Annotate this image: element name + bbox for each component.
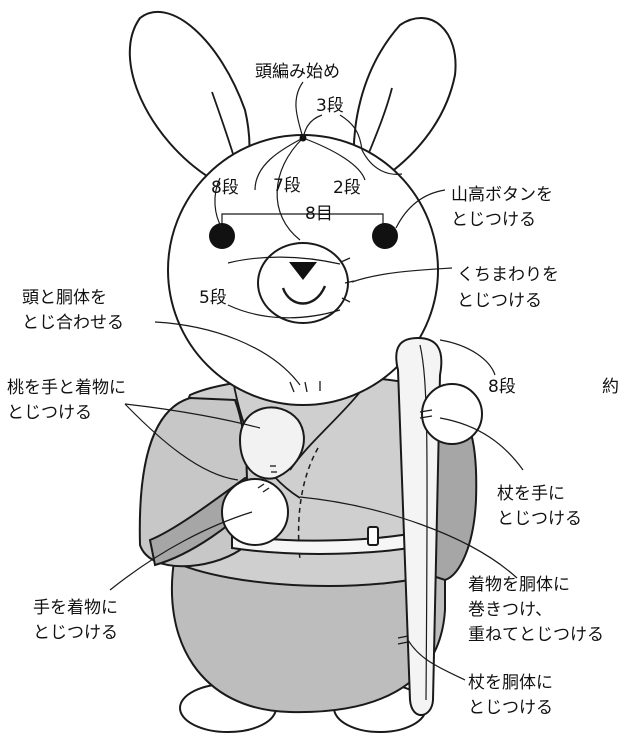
leader-peach-a [124,403,261,429]
row5-line-lower [227,304,341,319]
leader-staff-body [407,639,466,681]
head-start-radial-b [254,137,304,191]
label-mouth-1: くちまわりを [457,265,559,285]
right-ear [352,17,457,182]
label-kimono-1: 着物を胴体に [468,575,570,595]
leader-head-body [154,321,301,386]
muzzle [257,242,349,324]
muzzle-stitch-3 [341,297,351,303]
label-row8-left: 8段 [211,178,239,198]
label-button-1: 山高ボタンを [451,185,553,205]
left-hand-stitch-1 [257,483,265,489]
head-start-radial-a [276,137,304,241]
label-kimono-2: 巻きつけ、 [468,600,552,620]
muzzle-stitch-1 [340,257,351,263]
right-eye-button [372,223,398,249]
label-peach-2: とじつける [7,403,92,423]
left-hand [221,478,289,546]
leader-kimono [299,496,518,579]
label-row2: 2段 [333,178,361,198]
label-button-2: とじつける [451,210,536,230]
label-hand-kimono-2: とじつける [33,623,118,643]
staff-inner-line [419,344,428,701]
right-hand [421,383,483,445]
left-hand-stitch-2 [262,487,270,493]
left-eye-button [209,223,235,249]
leader-row8-left [214,177,223,229]
leader-peach-b [124,403,239,481]
label-staff-hand-1: 杖を手に [497,484,565,504]
leader-row2 [361,149,403,175]
label-row8-eyes: 8目 [305,204,333,224]
label-kimono-3: 重ねてとじつける [468,625,604,645]
label-approx: 約 [602,377,619,397]
label-head-start: 頭編み始め [255,62,340,82]
label-staff-body-2: とじつける [468,698,553,718]
label-row8-staff: 8段 [488,377,516,397]
leader-button [395,189,446,229]
label-mouth-2: とじつける [457,291,542,311]
left-ear [128,11,251,182]
label-peach-1: 桃を手と着物に [7,378,126,398]
belt-knot [367,526,379,546]
staff-stitch-2 [397,641,409,645]
nose [289,262,317,280]
label-staff-body-1: 杖を胴体に [468,673,553,693]
staff-stitch-1 [397,635,409,639]
right-hand-stitch-1 [419,409,433,413]
label-head-body-2: とじ合わせる [22,313,124,333]
label-row7: 7段 [273,176,301,196]
leader-row3 [302,114,363,151]
leader-head-start [295,81,304,139]
label-row5: 5段 [199,288,227,308]
mouth [281,285,327,305]
label-staff-hand-2: とじつける [497,509,582,529]
label-hand-kimono-1: 手を着物に [33,598,118,618]
leader-mouth [351,267,453,283]
neck-stitch-2 [304,381,308,393]
label-row3: 3段 [316,96,344,116]
row5-line [227,256,341,265]
right-hand-stitch-2 [419,415,433,419]
leader-staff-hand [439,417,524,471]
peach [238,406,305,480]
row8-eyes-bracket [221,213,384,228]
leader-hand-kimono [109,511,253,591]
neck-stitch-1 [289,381,295,393]
label-head-body-1: 頭と胴体を [22,288,107,308]
head-start-radial-c [302,137,366,181]
leader-row8-staff [439,339,496,376]
